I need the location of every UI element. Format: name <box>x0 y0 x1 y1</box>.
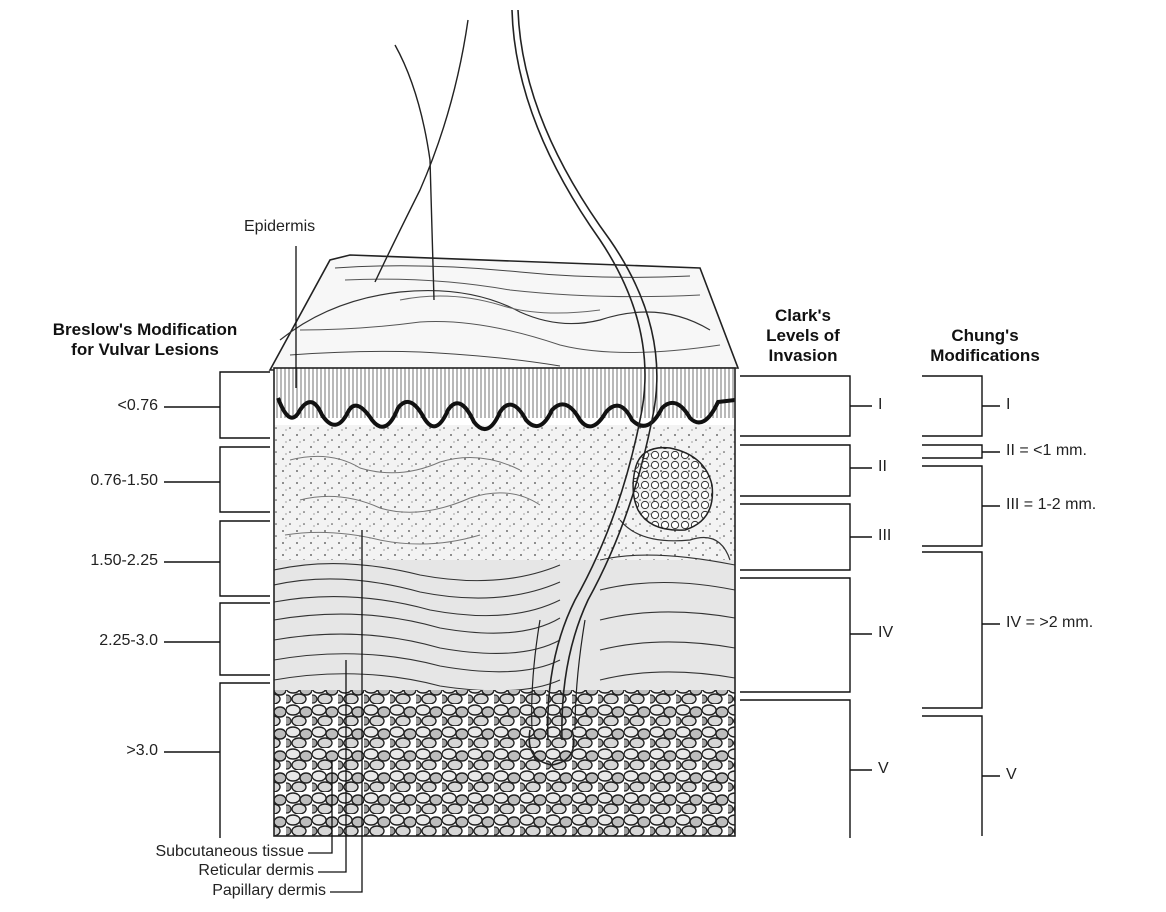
chung-level-2: II = <1 mm. <box>1006 442 1087 460</box>
chung-level-1: I <box>1006 396 1010 414</box>
chung-level-3: III = 1-2 mm. <box>1006 496 1096 514</box>
papillary-label: Papillary dermis <box>60 882 326 900</box>
reticular-label: Reticular dermis <box>60 862 314 880</box>
clark-title-line1: Clark's <box>738 306 868 326</box>
epidermis-label: Epidermis <box>244 218 315 236</box>
chung-level-4: IV = >2 mm. <box>1006 614 1093 632</box>
breslow-level-4: 2.25-3.0 <box>0 632 158 650</box>
chung-brackets <box>922 376 1000 836</box>
clark-level-5: V <box>878 760 889 778</box>
clark-title: Clark's Levels of Invasion <box>738 306 868 366</box>
chung-title-line1: Chung's <box>900 326 1070 346</box>
clark-title-line2: Levels of <box>738 326 868 346</box>
breslow-title: Breslow's Modification for Vulvar Lesion… <box>0 320 290 360</box>
skin-surface <box>270 255 738 370</box>
subcutaneous-label: Subcutaneous tissue <box>60 843 304 861</box>
chung-level-5: V <box>1006 766 1017 784</box>
breslow-level-1: <0.76 <box>0 397 158 415</box>
clark-title-line3: Invasion <box>738 346 868 366</box>
chung-title-line2: Modifications <box>900 346 1070 366</box>
breslow-brackets <box>164 372 270 838</box>
breslow-title-line2: for Vulvar Lesions <box>0 340 290 360</box>
breslow-level-2: 0.76-1.50 <box>0 472 158 490</box>
breslow-level-5: >3.0 <box>0 742 158 760</box>
clark-level-4: IV <box>878 624 893 642</box>
chung-title: Chung's Modifications <box>900 326 1070 366</box>
clark-level-1: I <box>878 396 882 414</box>
skin-block <box>274 368 735 836</box>
clark-level-2: II <box>878 458 887 476</box>
breslow-title-line1: Breslow's Modification <box>0 320 290 340</box>
breslow-level-3: 1.50-2.25 <box>0 552 158 570</box>
clark-level-3: III <box>878 527 891 545</box>
clark-brackets <box>740 376 872 838</box>
